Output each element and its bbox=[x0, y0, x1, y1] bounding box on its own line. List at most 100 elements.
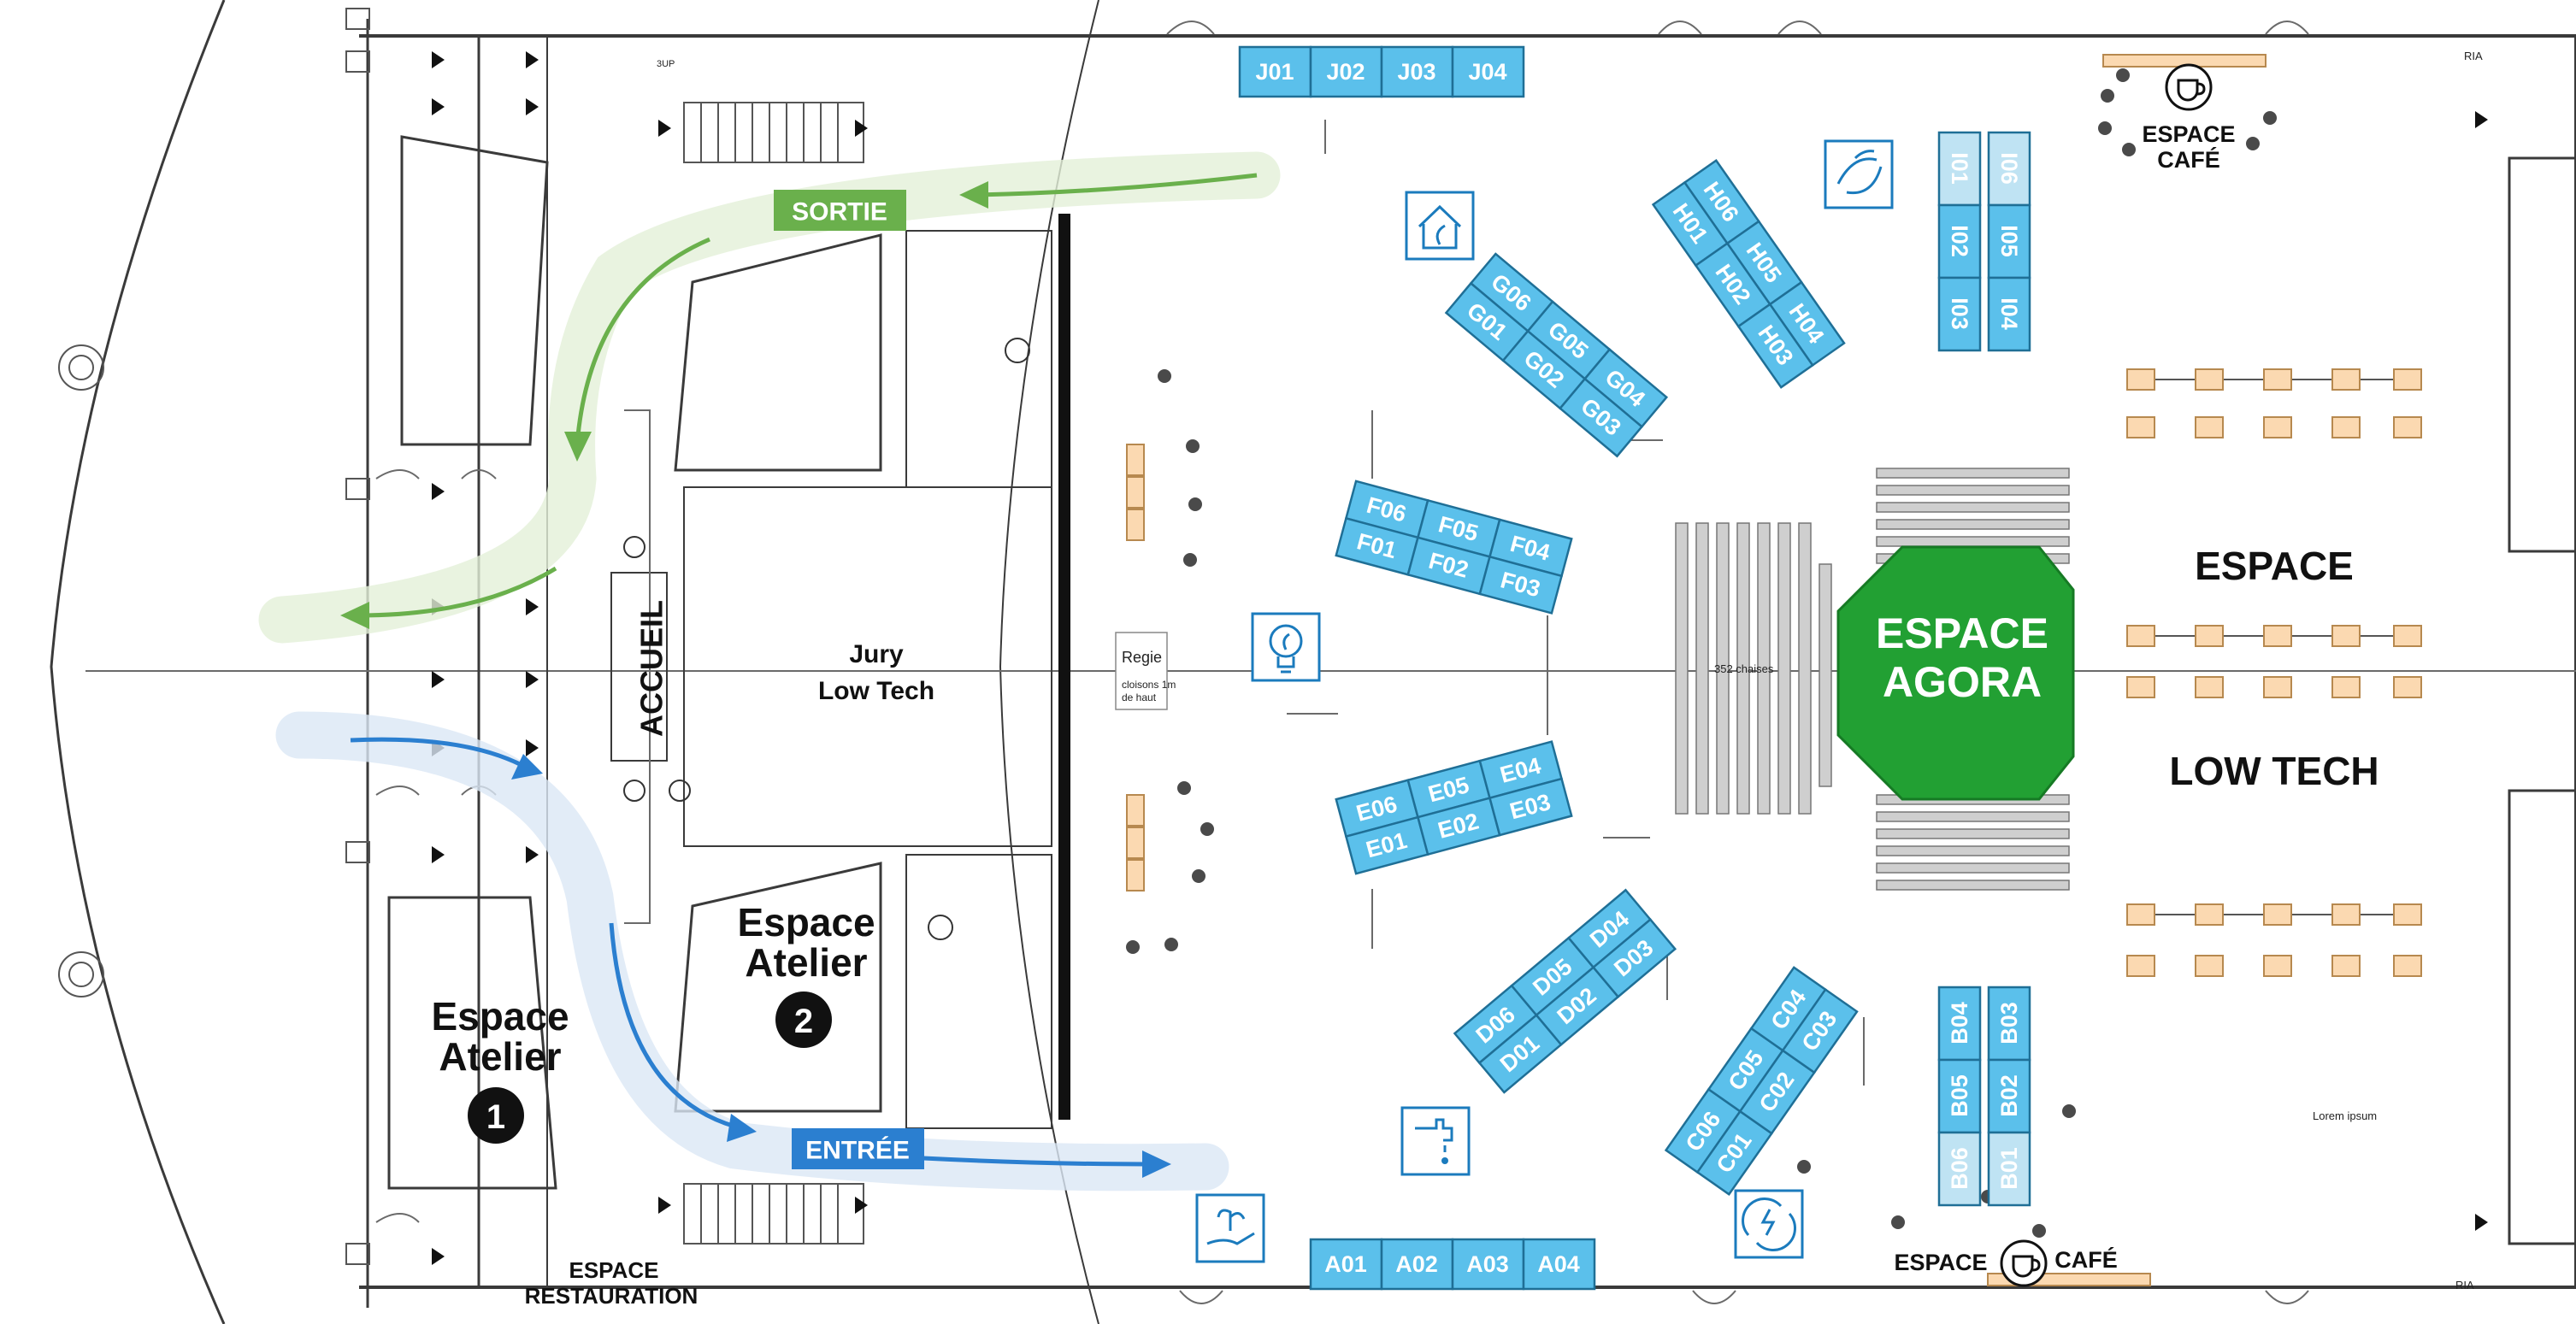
table-stack-top bbox=[1126, 444, 1145, 541]
booth-b02[interactable]: B02 bbox=[1987, 1058, 2031, 1134]
recycle-leaves-icon bbox=[1824, 139, 1894, 209]
booth-e01[interactable]: E01 bbox=[1344, 815, 1429, 875]
coffee-cup-icon bbox=[2000, 1239, 2048, 1287]
chairs-count-label: 352 chaises bbox=[1714, 662, 1774, 675]
svg-text:B03: B03 bbox=[1996, 1002, 2022, 1044]
svg-text:A01: A01 bbox=[1324, 1251, 1367, 1277]
coffee-cup-icon bbox=[2165, 63, 2213, 111]
booth-column-i: I01 I02 I03 I06 I05 I04 bbox=[1937, 131, 2031, 352]
cafe-top: ESPACE CAFÉ bbox=[2102, 54, 2267, 173]
booth-i02[interactable]: I02 bbox=[1937, 203, 1982, 280]
svg-text:J01: J01 bbox=[1255, 59, 1294, 85]
booth-b04[interactable]: B04 bbox=[1937, 986, 1982, 1062]
booth-d04[interactable]: D04 bbox=[1567, 888, 1653, 969]
svg-text:B04: B04 bbox=[1947, 1002, 1972, 1044]
regie-box: Regie cloisons 1m de haut bbox=[1115, 632, 1176, 710]
house-leaf-icon bbox=[1405, 191, 1475, 261]
lowtech-tables bbox=[2126, 368, 2422, 977]
booth-row-j: J01 J02 J03 J04 bbox=[1238, 45, 1525, 98]
svg-text:I04: I04 bbox=[1996, 297, 2022, 330]
cafe-top-line1: ESPACE bbox=[2142, 121, 2235, 147]
atelier1-number-badge bbox=[468, 1087, 524, 1144]
agora-seating bbox=[1675, 468, 2070, 891]
lowtech-label-line2: LOW TECH bbox=[2169, 749, 2379, 793]
jury-label-line1: Jury bbox=[849, 640, 904, 668]
svg-text:A04: A04 bbox=[1537, 1251, 1580, 1277]
svg-text:SORTIE: SORTIE bbox=[792, 198, 887, 227]
booth-h02[interactable]: H02 bbox=[1694, 242, 1771, 328]
svg-text:J02: J02 bbox=[1326, 59, 1365, 85]
booth-j02[interactable]: J02 bbox=[1309, 45, 1383, 98]
svg-text:ENTRÉE: ENTRÉE bbox=[805, 1136, 910, 1165]
regie-label: Regie bbox=[1122, 649, 1162, 666]
booth-cluster-f: F06 F05 F04 F01 F02 F03 bbox=[1335, 480, 1573, 615]
energy-cycle-icon bbox=[1734, 1189, 1804, 1259]
cafe-top-line2: CAFÉ bbox=[2157, 146, 2220, 173]
booth-column-b: B04 B05 B06 B03 B02 B01 bbox=[1937, 986, 2031, 1207]
booth-c01[interactable]: C01 bbox=[1695, 1109, 1773, 1197]
decor-dots bbox=[1126, 68, 2277, 1238]
booth-f01[interactable]: F01 bbox=[1335, 516, 1419, 576]
svg-text:I02: I02 bbox=[1947, 225, 1972, 257]
booth-a02[interactable]: A02 bbox=[1380, 1238, 1454, 1291]
booth-a03[interactable]: A03 bbox=[1451, 1238, 1525, 1291]
hand-plant-icon bbox=[1195, 1193, 1265, 1263]
booth-g05[interactable]: G05 bbox=[1526, 300, 1612, 381]
atelier1-label-line2: Atelier bbox=[439, 1034, 561, 1079]
booth-j01[interactable]: J01 bbox=[1238, 45, 1312, 98]
lowtech-label-line1: ESPACE bbox=[2195, 544, 2354, 588]
jury-label-line2: Low Tech bbox=[818, 677, 934, 705]
svg-text:I03: I03 bbox=[1947, 297, 1972, 330]
accessibility-icon bbox=[623, 338, 1030, 940]
svg-text:B06: B06 bbox=[1947, 1147, 1972, 1190]
booth-b06[interactable]: B06 bbox=[1937, 1131, 1982, 1207]
regie-note-2: de haut bbox=[1122, 691, 1157, 703]
booth-a04[interactable]: A04 bbox=[1522, 1238, 1596, 1291]
booth-cluster-e: E06 E05 E04 E01 E02 E03 bbox=[1335, 740, 1573, 875]
restauration-label-line2: RESTAURATION bbox=[525, 1283, 699, 1309]
booth-i01[interactable]: I01 bbox=[1937, 131, 1982, 207]
booth-i06[interactable]: I06 bbox=[1987, 131, 2031, 207]
booth-i03[interactable]: I03 bbox=[1937, 276, 1982, 352]
booth-b01[interactable]: B01 bbox=[1987, 1131, 2031, 1207]
booth-i04[interactable]: I04 bbox=[1987, 276, 2031, 352]
ria-bottom-label: RIA bbox=[2455, 1279, 2474, 1292]
booth-b03[interactable]: B03 bbox=[1987, 986, 2031, 1062]
svg-text:B05: B05 bbox=[1947, 1074, 1972, 1117]
booth-cluster-d: D06 D05 D04 D01 D02 D03 bbox=[1453, 888, 1677, 1094]
restauration-label-line1: ESPACE bbox=[569, 1257, 659, 1283]
cafe-bottom-right: CAFÉ bbox=[2054, 1246, 2118, 1273]
svg-text:I06: I06 bbox=[1996, 152, 2022, 185]
agora-label-line2: AGORA bbox=[1883, 658, 2042, 706]
ria-top-label: RIA bbox=[2464, 50, 2483, 62]
svg-text:A02: A02 bbox=[1395, 1251, 1438, 1277]
svg-text:J03: J03 bbox=[1397, 59, 1435, 85]
booth-cluster-g: G06 G05 G04 G01 G02 G03 bbox=[1444, 252, 1669, 458]
booth-a01[interactable]: A01 bbox=[1309, 1238, 1383, 1291]
cafe-bottom: ESPACE CAFÉ bbox=[1894, 1239, 2151, 1287]
building-walls bbox=[50, 0, 2576, 1324]
atelier2-label-line2: Atelier bbox=[745, 940, 867, 985]
booth-i05[interactable]: I05 bbox=[1987, 203, 2031, 280]
atelier2-label-line1: Espace bbox=[737, 900, 875, 944]
exit-route-arrow bbox=[258, 151, 1281, 644]
agora-stage: ESPACE AGORA bbox=[1836, 545, 2075, 801]
booth-j04[interactable]: J04 bbox=[1451, 45, 1525, 98]
booth-e03[interactable]: E03 bbox=[1488, 777, 1573, 837]
booth-f02[interactable]: F02 bbox=[1406, 536, 1492, 596]
entry-route-arrow bbox=[275, 711, 1229, 1192]
booth-j03[interactable]: J03 bbox=[1380, 45, 1454, 98]
svg-text:A03: A03 bbox=[1466, 1251, 1509, 1277]
booth-e02[interactable]: E02 bbox=[1416, 797, 1501, 856]
booth-cluster-c: C06 C05 C04 C01 C02 C03 bbox=[1664, 966, 1859, 1197]
booth-b05[interactable]: B05 bbox=[1937, 1058, 1982, 1134]
lightbulb-leaf-icon bbox=[1251, 612, 1321, 682]
svg-text:I05: I05 bbox=[1996, 225, 2022, 257]
svg-text:I01: I01 bbox=[1947, 152, 1972, 185]
atelier1-label-line1: Espace bbox=[431, 994, 569, 1039]
svg-text:J04: J04 bbox=[1468, 59, 1506, 85]
cafe-bottom-left: ESPACE bbox=[1894, 1250, 1987, 1275]
booth-f03[interactable]: F03 bbox=[1478, 555, 1564, 615]
booth-row-a: A01 A02 A03 A04 bbox=[1309, 1238, 1596, 1291]
